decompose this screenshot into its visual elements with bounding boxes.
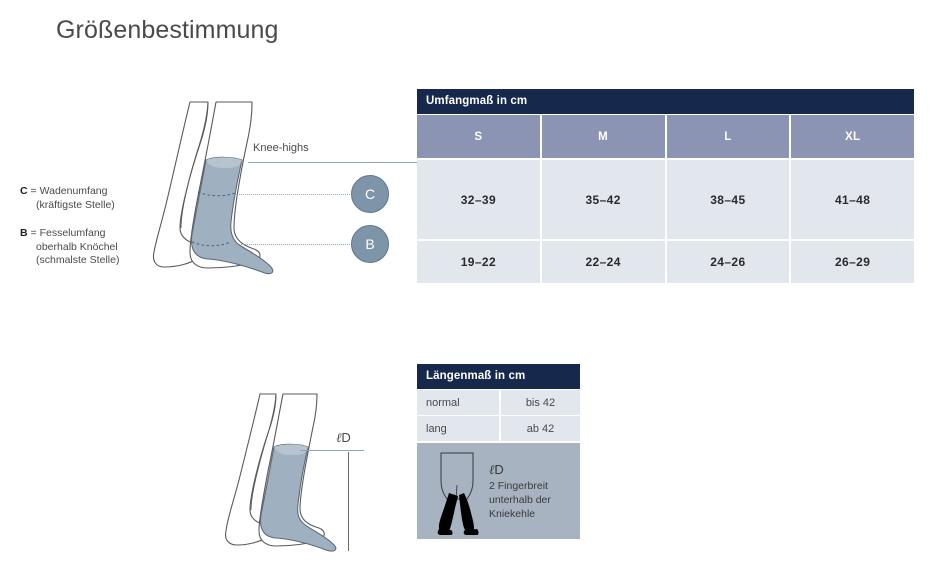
length-note-mark-l: ℓ bbox=[489, 462, 495, 477]
size-header-s: S bbox=[417, 115, 540, 158]
circumference-table: Umfangmaß in cm S M L XL 32–39 35–42 38–… bbox=[417, 89, 914, 283]
length-note-mark-d: D bbox=[494, 462, 504, 477]
length-label-lang: lang bbox=[417, 416, 499, 441]
legend-key-b: B bbox=[20, 227, 28, 239]
length-note-mark: ℓD bbox=[489, 463, 551, 477]
table-row-calf: 32–39 35–42 38–45 41–48 bbox=[417, 160, 914, 239]
size-header-l: L bbox=[666, 115, 790, 158]
calf-value-xl: 41–48 bbox=[791, 160, 914, 239]
page-title: Größenbestimmung bbox=[56, 16, 279, 44]
legend-detail2-b: (schmalste Stelle) bbox=[36, 254, 120, 266]
measurement-legend: C = Wadenumfang (kräftigste Stelle) B = … bbox=[20, 185, 170, 268]
length-note-line1: 2 Fingerbreit bbox=[489, 480, 548, 492]
length-table: Längenmaß in cm normal bis 42 lang ab 42 bbox=[417, 364, 580, 539]
length-measure-label-d: D bbox=[341, 430, 351, 445]
stocking-silhouette-icon bbox=[429, 451, 487, 540]
calf-value-m: 35–42 bbox=[541, 160, 665, 239]
circumference-table-size-header: S M L XL bbox=[417, 115, 914, 158]
length-table-title: Längenmaß in cm bbox=[417, 364, 580, 389]
length-note-line2: unterhalb der bbox=[489, 494, 551, 506]
size-header-xl: XL bbox=[791, 115, 914, 158]
ankle-value-xl: 26–29 bbox=[791, 241, 914, 283]
ankle-value-m: 22–24 bbox=[541, 241, 665, 283]
length-measure-label: ℓD bbox=[336, 430, 351, 446]
legend-equals-c: = bbox=[30, 185, 37, 197]
legend-detail-b: oberhalb Knöchel bbox=[36, 240, 118, 253]
length-value-normal: bis 42 bbox=[501, 390, 580, 415]
length-note-line3: Kniekehle bbox=[489, 508, 536, 520]
length-table-row-lang: lang ab 42 bbox=[417, 416, 580, 441]
legend-item-b: B = Fesselumfang oberhalb Knöchel (schma… bbox=[20, 227, 170, 268]
measurement-bubble-ankle: B bbox=[351, 225, 389, 263]
legend-key-c: C bbox=[20, 185, 28, 197]
calf-value-s: 32–39 bbox=[417, 160, 540, 239]
legend-equals-b: = bbox=[30, 227, 37, 239]
circumference-table-title: Umfangmaß in cm bbox=[417, 89, 914, 114]
length-note-text: ℓD 2 Fingerbreit unterhalb der Kniekehle bbox=[487, 451, 551, 521]
leg-illustration-knee-high bbox=[150, 100, 330, 290]
length-note-panel: ℓD 2 Fingerbreit unterhalb der Kniekehle bbox=[417, 443, 580, 539]
length-label-normal: normal bbox=[417, 390, 499, 415]
legend-detail-c: (kräftigste Stelle) bbox=[36, 198, 115, 211]
leg-illustration-length bbox=[222, 392, 372, 557]
length-measure-vertical-line bbox=[348, 452, 349, 551]
leader-line-ankle bbox=[236, 244, 352, 245]
knee-highs-label: Knee-highs bbox=[253, 142, 309, 154]
legend-item-c-head: C = Wadenumfang bbox=[20, 185, 170, 199]
table-row-ankle: 19–22 22–24 24–26 26–29 bbox=[417, 241, 914, 283]
knee-highs-connector-line bbox=[248, 162, 418, 163]
length-table-row-normal: normal bis 42 bbox=[417, 390, 580, 415]
legend-name-b: Fesselumfang bbox=[39, 227, 106, 239]
legend-item-b-head: B = Fesselumfang bbox=[20, 227, 170, 241]
ankle-value-s: 19–22 bbox=[417, 241, 540, 283]
size-header-m: M bbox=[541, 115, 665, 158]
measurement-bubble-calf: C bbox=[351, 175, 389, 213]
leader-line-calf bbox=[236, 194, 352, 195]
calf-value-l: 38–45 bbox=[666, 160, 790, 239]
ankle-value-l: 24–26 bbox=[666, 241, 790, 283]
legend-name-c: Wadenumfang bbox=[39, 185, 108, 197]
length-value-lang: ab 42 bbox=[501, 416, 580, 441]
legend-item-c: C = Wadenumfang (kräftigste Stelle) bbox=[20, 185, 170, 212]
length-measure-top-rule bbox=[300, 450, 364, 451]
length-measure-label-l: ℓ bbox=[336, 430, 342, 445]
